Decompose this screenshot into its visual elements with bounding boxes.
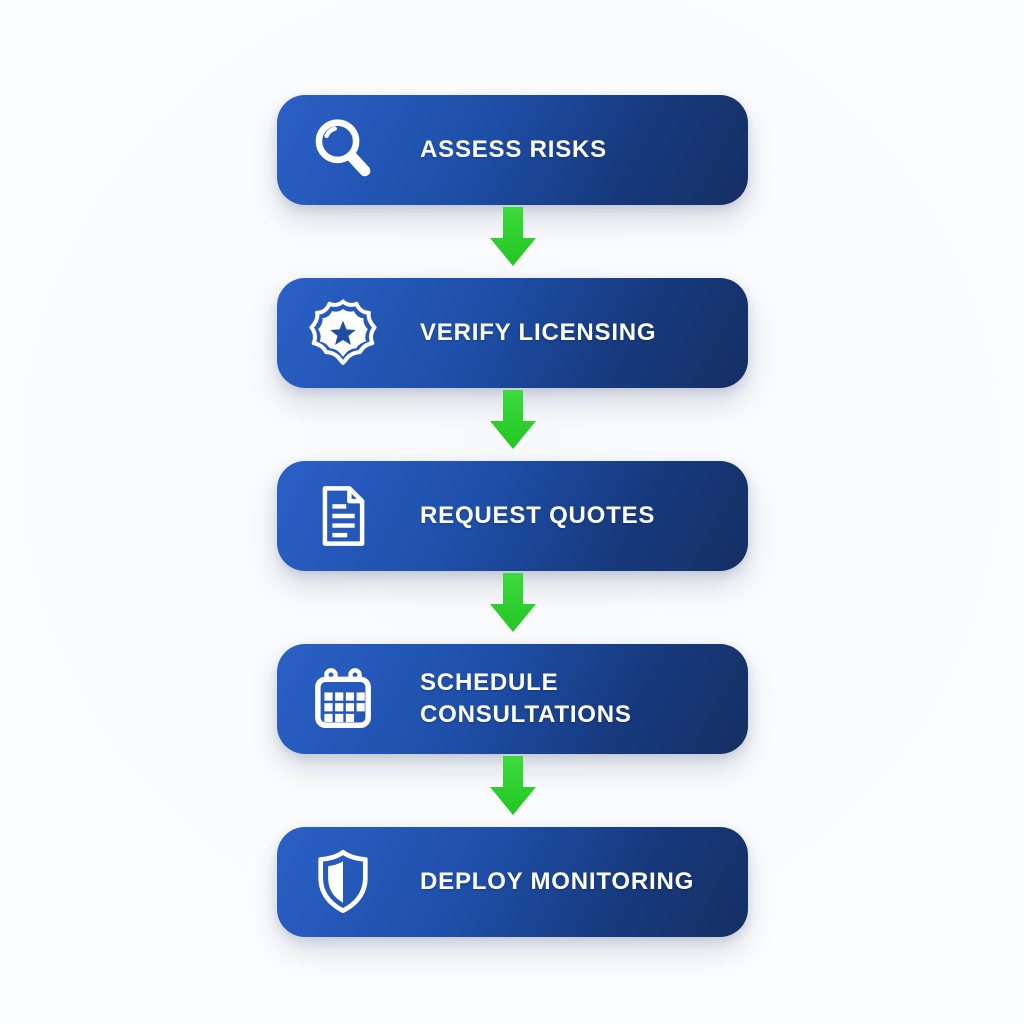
step-label: REQUEST QUOTES: [420, 502, 656, 529]
flow-arrow-down: [489, 205, 537, 278]
step-label: VERIFY LICENSING: [420, 319, 657, 346]
police-badge-icon: [307, 293, 379, 373]
step-label: ASSESS RISKS: [420, 136, 607, 163]
calendar-icon: [307, 659, 379, 739]
step-assess-risks: ASSESS RISKS: [277, 95, 748, 205]
flow-arrow-down: [489, 754, 537, 827]
shield-icon: [307, 842, 379, 922]
process-flow: ASSESS RISKS VERIFY LICENSING: [277, 95, 748, 937]
flow-arrow-down: [489, 571, 537, 644]
step-label: DEPLOY MONITORING: [420, 868, 695, 895]
magnifier-icon: [307, 110, 379, 190]
flow-arrow-down: [489, 388, 537, 461]
step-label: SCHEDULE CONSULTATIONS: [420, 669, 632, 728]
step-schedule-consultations: SCHEDULE CONSULTATIONS: [277, 644, 748, 754]
step-deploy-monitoring: DEPLOY MONITORING: [277, 827, 748, 937]
step-request-quotes: REQUEST QUOTES: [277, 461, 748, 571]
document-icon: [307, 476, 379, 556]
step-verify-licensing: VERIFY LICENSING: [277, 278, 748, 388]
